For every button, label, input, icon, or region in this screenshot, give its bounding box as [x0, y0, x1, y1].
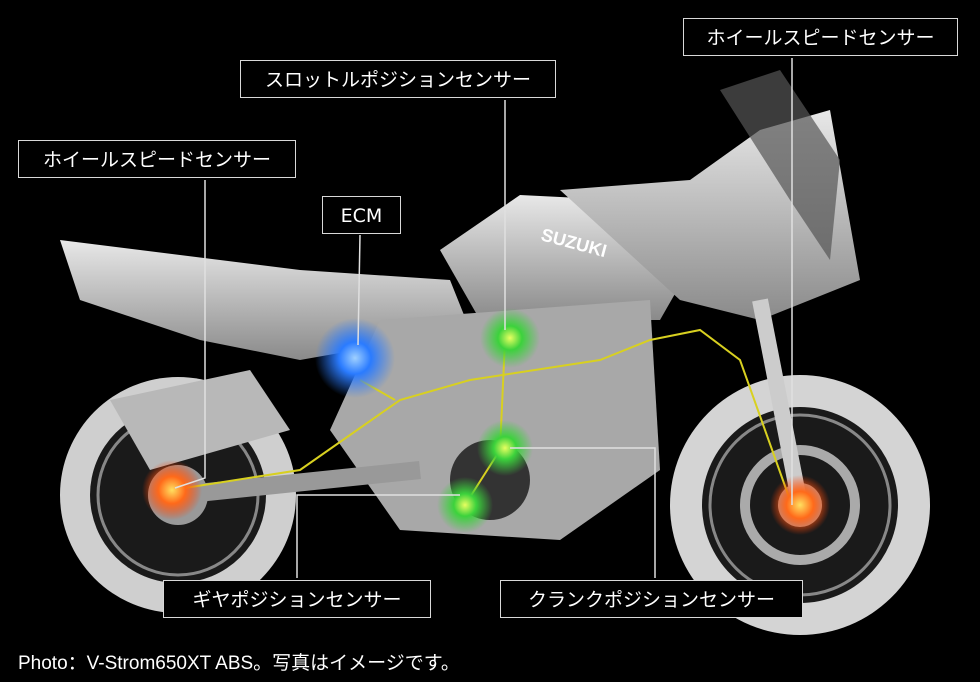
crank-sensor-glow	[477, 420, 533, 476]
gear-sensor-glow	[437, 477, 493, 533]
ecm-glow	[315, 318, 395, 398]
rear-wheel-sensor-glow	[142, 460, 202, 520]
leader-lines	[174, 58, 793, 578]
label-crank-position-sensor: クランクポジションセンサー	[500, 580, 803, 618]
label-ecm: ECM	[322, 196, 401, 234]
front-fork	[752, 298, 808, 507]
engine	[330, 300, 660, 540]
throttle-sensor-glow	[480, 308, 540, 368]
label-throttle-position-sensor: スロットルポジションセンサー	[240, 60, 556, 98]
label-gear-position-sensor: ギヤポジションセンサー	[163, 580, 431, 618]
label-wheel-speed-sensor-front: ホイールスピードセンサー	[683, 18, 958, 56]
label-wheel-speed-sensor-rear: ホイールスピードセンサー	[18, 140, 296, 178]
front-wheel-sensor-glow	[770, 475, 830, 535]
swingarm	[177, 461, 421, 504]
photo-caption: Photo：V-Strom650XT ABS。写真はイメージです。	[18, 653, 460, 674]
exhaust	[110, 370, 290, 470]
windscreen	[720, 70, 840, 260]
